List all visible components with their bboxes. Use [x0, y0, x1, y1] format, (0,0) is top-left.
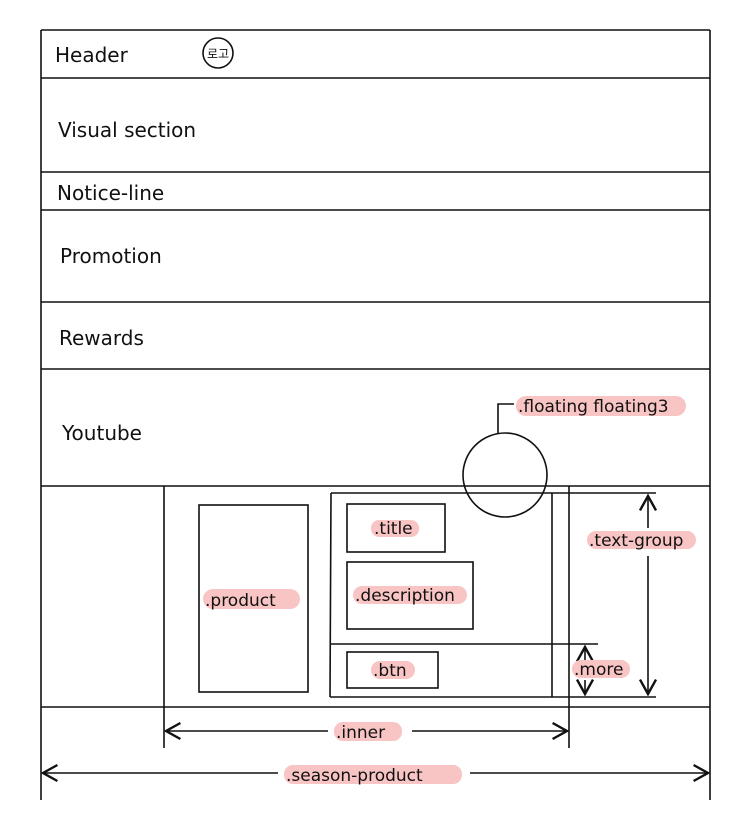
notice-line-label: Notice-line [57, 181, 164, 205]
youtube-label: Youtube [61, 421, 142, 445]
description-label: .description [355, 586, 455, 606]
inner-label: .inner [336, 723, 385, 743]
floating-leader-line [497, 403, 514, 433]
visual-section-label: Visual section [58, 118, 196, 142]
text-group-label: .text-group [589, 531, 683, 551]
text-group-box [329, 492, 656, 698]
title-label: .title [374, 519, 413, 539]
more-label: .more [574, 660, 623, 680]
promotion-label: Promotion [60, 244, 162, 268]
floating-circle [462, 432, 548, 518]
logo-text: 로고 [207, 47, 229, 61]
page-frame [40, 29, 711, 800]
season-product-label: .season-product [286, 766, 423, 786]
header-section-label: Header [55, 43, 129, 67]
title-box [346, 503, 446, 553]
product-label: .product [205, 591, 276, 611]
btn-label: .btn [373, 661, 407, 681]
product-box [198, 504, 309, 693]
btn-box [346, 651, 439, 689]
rewards-label: Rewards [59, 326, 144, 350]
logo-icon: 로고 [202, 37, 234, 69]
floating-label: .floating floating3 [518, 397, 669, 417]
description-box [346, 561, 474, 630]
